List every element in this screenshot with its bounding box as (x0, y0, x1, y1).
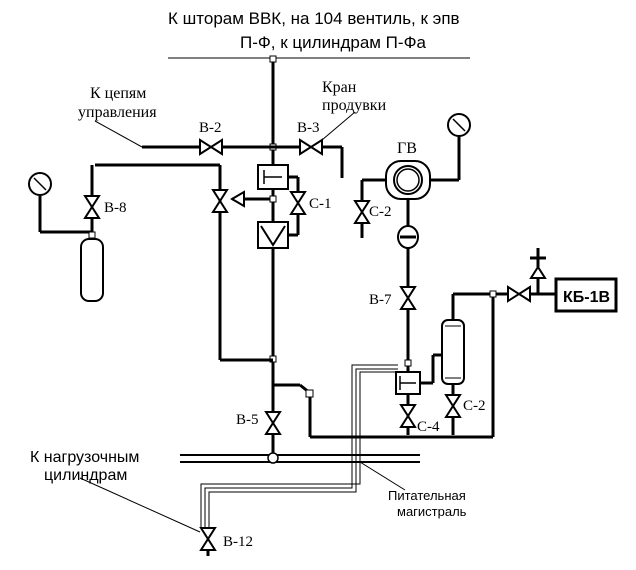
load-leader (79, 477, 201, 533)
feed-mainline (180, 452, 420, 464)
valve-v8-icon[interactable] (83, 195, 101, 219)
double-pipe-v12 (200, 364, 398, 528)
control-label-1: К цепям (90, 85, 146, 102)
valve-v3-icon[interactable] (299, 138, 323, 156)
load-label-1: К нагрузочным (30, 449, 139, 466)
purge-label-1: Кран (322, 79, 357, 96)
air-tank-left-icon (80, 238, 104, 302)
junction-1 (269, 195, 277, 203)
valve-v-left-icon[interactable] (211, 189, 229, 213)
junction-3 (404, 359, 412, 367)
valve-c2-top-icon[interactable] (353, 200, 371, 224)
gv-right-pipe (430, 136, 461, 182)
v8-branch (38, 165, 96, 239)
left-loop-pipe (95, 163, 273, 362)
regulator-icon (397, 225, 419, 249)
gv-left-pipe (360, 178, 386, 238)
load-label-2: цилиндрам (44, 467, 127, 484)
valve-v8-label: В-8 (104, 200, 127, 216)
purge-label-2: продувки (322, 97, 387, 114)
gv-switch-icon (385, 160, 431, 200)
valve-v2-label: В-2 (199, 120, 222, 136)
relay-to-tank-pipe (420, 353, 442, 385)
valve-c4-label: С-4 (417, 419, 440, 435)
gauge-left-icon (28, 172, 52, 196)
relay-top-icon (257, 164, 289, 190)
valve-kb-icon[interactable] (507, 285, 531, 303)
gv-label: ГВ (397, 140, 417, 157)
valve-c1-label: С-1 (309, 196, 332, 212)
header-line1: К шторам ВВК, на 104 вентиль, к эпв (168, 9, 460, 28)
control-pipe (94, 120, 344, 178)
kb1v-box (554, 277, 618, 313)
valve-v5-icon[interactable] (264, 411, 282, 435)
bypass-c1 (288, 175, 300, 237)
valve-c2-top-label: С-2 (369, 204, 392, 220)
valve-v3-label: В-3 (297, 120, 320, 136)
filter-icon (257, 221, 289, 249)
relay-bottom-icon (395, 371, 421, 395)
kb1v-label: КБ-1В (563, 289, 610, 306)
valve-c2-bottom-label: С-2 (463, 398, 486, 414)
valve-v2-icon[interactable] (199, 138, 223, 156)
valve-v5-label: В-5 (236, 412, 259, 428)
valve-v7-icon[interactable] (399, 286, 417, 310)
control-label-2: управления (78, 104, 157, 121)
valve-v12-label: В-12 (223, 534, 253, 550)
header-line2: П-Ф, к цилиндрам П-Фа (240, 33, 426, 52)
valve-c2-bottom-icon[interactable] (444, 394, 462, 418)
air-tank-right-icon (441, 319, 465, 385)
feed-leader (359, 461, 406, 491)
right-feed-pipe (271, 297, 495, 439)
valve-c4-icon[interactable] (399, 404, 417, 428)
tank-top-pipe (451, 290, 556, 320)
feed-label-1: Питательная (388, 488, 466, 503)
valve-v12-icon[interactable] (199, 527, 217, 556)
main-vertical-pipe (269, 55, 277, 165)
feed-label-2: магистраль (397, 504, 467, 519)
safety-valve-icon (529, 248, 547, 294)
purge-leader (321, 111, 356, 141)
valve-c1-icon[interactable] (289, 191, 307, 215)
valve-v7-label: В-7 (369, 292, 392, 308)
check-valve-icon (230, 190, 270, 208)
gauge-right-icon (447, 113, 471, 137)
